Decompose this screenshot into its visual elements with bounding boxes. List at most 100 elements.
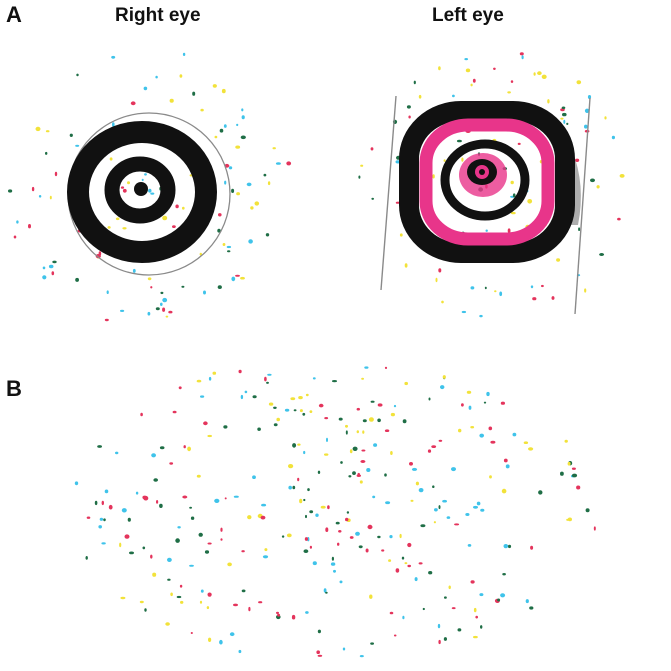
color-dot	[532, 297, 537, 301]
color-dot	[291, 614, 296, 620]
color-dot	[120, 186, 125, 189]
color-dot	[410, 499, 414, 502]
color-dot	[51, 271, 55, 276]
color-dot	[359, 480, 363, 484]
color-dot	[13, 235, 17, 239]
color-dot	[252, 475, 256, 480]
color-dot	[358, 175, 361, 179]
color-dot	[464, 58, 469, 61]
color-dot	[265, 233, 270, 237]
color-dot	[407, 542, 412, 548]
color-dot	[200, 589, 204, 593]
color-dot	[512, 432, 517, 437]
color-dot	[517, 142, 521, 145]
color-dot	[104, 489, 109, 494]
color-dot	[366, 468, 371, 472]
color-dot	[16, 220, 19, 224]
color-dot	[288, 485, 293, 490]
color-dot	[388, 559, 392, 562]
color-dot	[461, 157, 464, 162]
color-dot	[120, 596, 126, 600]
color-dot	[38, 195, 42, 198]
color-dot	[584, 124, 588, 129]
color-dot	[342, 647, 346, 651]
color-dot	[413, 80, 416, 85]
color-dot	[530, 285, 534, 289]
color-dot	[115, 451, 119, 455]
color-dot	[575, 158, 580, 162]
color-dot	[199, 600, 203, 604]
color-dot	[356, 430, 359, 434]
color-dot	[69, 133, 73, 137]
color-dot	[224, 180, 227, 185]
color-dot	[571, 467, 576, 470]
color-dot	[401, 556, 405, 560]
color-dot	[590, 178, 595, 183]
color-dot	[551, 296, 555, 300]
color-dot	[124, 534, 130, 539]
color-dot	[457, 628, 462, 632]
color-dot	[75, 277, 79, 282]
color-dot	[467, 544, 472, 547]
color-dot	[537, 71, 542, 76]
color-dot	[611, 135, 616, 140]
color-dot	[404, 263, 408, 268]
color-dot	[528, 447, 534, 451]
color-dot	[273, 406, 277, 409]
left-eye-pencil-line-left	[380, 95, 397, 291]
color-dot	[438, 268, 442, 273]
color-dot	[220, 527, 223, 532]
right-eye-center-dot	[134, 182, 148, 196]
color-dot	[172, 225, 176, 229]
color-dot	[521, 55, 524, 60]
color-dot	[484, 286, 487, 290]
color-dot	[159, 503, 163, 508]
color-dot	[418, 488, 424, 493]
color-dot	[505, 464, 510, 469]
color-dot	[148, 188, 152, 193]
color-dot	[207, 542, 212, 545]
color-dot	[111, 55, 116, 59]
color-dot	[593, 526, 596, 531]
color-dot	[254, 201, 260, 206]
color-dot	[470, 426, 475, 429]
color-dot	[309, 410, 313, 413]
color-dot	[440, 385, 445, 390]
color-dot	[389, 535, 393, 539]
color-dot	[290, 397, 296, 401]
color-dot	[499, 291, 503, 297]
color-dot	[422, 607, 425, 611]
color-dot	[207, 434, 212, 438]
color-dot	[525, 599, 529, 604]
color-dot	[358, 545, 363, 549]
color-dot	[302, 412, 306, 416]
color-dot	[458, 428, 462, 433]
color-dot	[510, 80, 514, 83]
color-dot	[576, 80, 582, 85]
color-dot	[452, 94, 455, 98]
color-dot	[212, 84, 217, 88]
color-dot	[182, 52, 186, 57]
color-dot	[204, 550, 210, 554]
color-dot	[297, 443, 301, 446]
color-dot	[120, 309, 125, 312]
color-dot	[181, 285, 185, 288]
color-dot	[507, 228, 511, 233]
color-dot	[257, 427, 261, 431]
color-dot	[309, 510, 314, 514]
color-dot	[446, 516, 451, 519]
color-dot	[434, 508, 438, 512]
color-dot	[465, 513, 470, 516]
color-dot	[326, 437, 328, 442]
color-dot	[109, 157, 113, 161]
color-dot	[349, 449, 353, 454]
color-dot	[246, 182, 252, 187]
color-dot	[585, 508, 590, 513]
color-dot	[490, 440, 496, 444]
color-dot	[479, 314, 483, 318]
color-dot	[224, 497, 227, 500]
color-dot	[143, 86, 148, 91]
color-dot	[75, 144, 80, 147]
color-dot	[238, 369, 242, 374]
